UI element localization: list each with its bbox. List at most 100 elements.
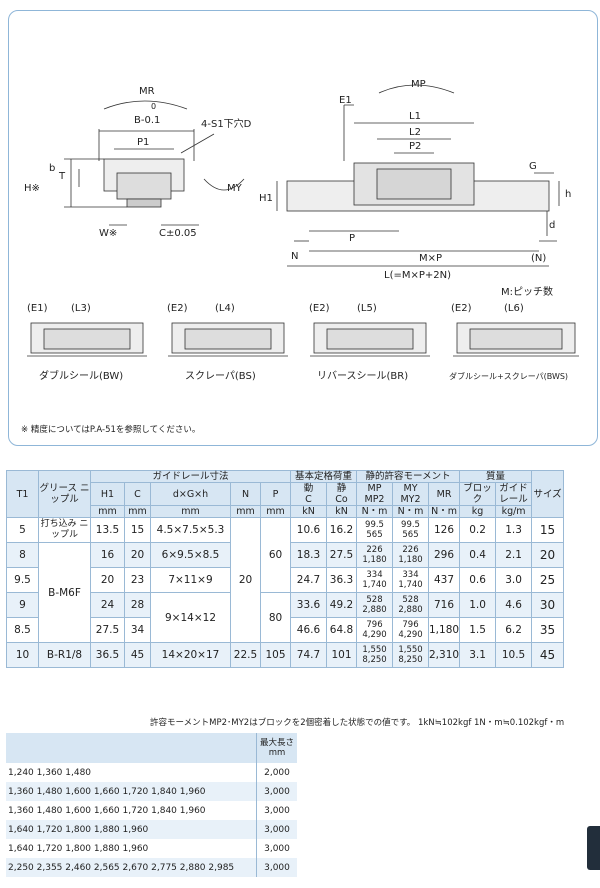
cell-p-60: 60 xyxy=(260,517,291,593)
hdr-dgh: d×G×h xyxy=(150,482,231,506)
cell-n-merged: 20 xyxy=(230,517,261,643)
cell-h1: 24 xyxy=(90,592,125,618)
cell-c: 45 xyxy=(124,642,151,668)
cell-size: 35 xyxy=(531,617,565,643)
variant-bws-e: (E2) xyxy=(451,303,472,314)
cell-max: 2,000 xyxy=(256,763,297,782)
variant-br-e: (E2) xyxy=(309,303,330,314)
cell-rail: 10.5 xyxy=(495,642,533,668)
cell-t1: 9 xyxy=(6,592,39,618)
cell-grease: 打ち込み ニップル xyxy=(38,517,91,543)
variant-bw-label: ダブルシール(BW) xyxy=(39,369,123,382)
n-paren-label: (N) xyxy=(531,253,546,264)
cell-block: 0.6 xyxy=(459,567,497,593)
cell-c: 20 xyxy=(124,542,151,568)
cell-mr: 126 xyxy=(427,517,461,543)
variant-bs-l: (L4) xyxy=(215,303,235,314)
hdr-n: N xyxy=(230,482,261,506)
cell-dgh: 14×20×17 xyxy=(150,642,231,668)
cell-max: 3,000 xyxy=(256,820,297,839)
cell-block: 1.5 xyxy=(459,617,497,643)
b-tol-label: B-0.1 xyxy=(134,115,160,126)
page-side-tab[interactable] xyxy=(587,826,600,870)
variant-br-label: リバースシール(BR) xyxy=(317,370,408,382)
hdr-dyn-sym: C xyxy=(305,494,312,505)
cell-lengths: 1,640 1,720 1,800 1,880 1,960 xyxy=(6,820,257,839)
cell-max: 3,000 xyxy=(256,839,297,858)
p-label: P xyxy=(349,233,355,244)
hdr-c: C xyxy=(124,482,151,506)
cell-co: 36.3 xyxy=(326,567,357,593)
cell-lengths: 2,250 2,355 2,460 2,565 2,670 2,775 2,88… xyxy=(6,858,257,877)
max-length-header: 最大長さ mm xyxy=(256,733,297,763)
hdr-stat-sym: Co xyxy=(335,494,348,505)
t-label: T xyxy=(58,171,66,182)
cell-t1: 9.5 xyxy=(6,567,39,593)
cell-p: 105 xyxy=(260,642,291,668)
unit-dyn: kN xyxy=(290,505,327,518)
unit-c: mm xyxy=(124,505,151,518)
cell-c-dyn: 74.7 xyxy=(290,642,327,668)
cell-c: 34 xyxy=(124,617,151,643)
cell-h1: 20 xyxy=(90,567,125,593)
n-label: N xyxy=(291,251,298,262)
cell-block: 3.1 xyxy=(459,642,497,668)
hdr-stat: 静 xyxy=(336,483,347,494)
cell-mr: 716 xyxy=(427,592,461,618)
variant-br-l: (L5) xyxy=(357,303,377,314)
moment-footnote: 許容モーメントMP2･MY2はブロックを2個密着した状態での値です。 1kN≒1… xyxy=(150,718,565,728)
hdr-mass: 質量 xyxy=(459,470,533,483)
unit-h1: mm xyxy=(90,505,125,518)
cell-size: 45 xyxy=(531,642,565,668)
unit-p: mm xyxy=(260,505,291,518)
cell-max: 3,000 xyxy=(256,782,297,801)
unit-dgh: mm xyxy=(150,505,231,518)
cell-max: 3,000 xyxy=(256,801,297,820)
hdr-h1: H1 xyxy=(90,482,125,506)
cell-c: 15 xyxy=(124,517,151,543)
cell-grease-merged: B-M6F xyxy=(38,542,91,643)
d-label: d xyxy=(549,220,555,231)
cell-size: 20 xyxy=(531,542,565,568)
c-tol-label: C±0.05 xyxy=(159,228,197,239)
hdr-my: MY xyxy=(403,483,418,494)
variant-bs-label: スクレーパ(BS) xyxy=(185,370,256,382)
hdr-size: サイズ xyxy=(531,470,565,518)
cell-size: 30 xyxy=(531,592,565,618)
p2-label: P2 xyxy=(409,141,421,152)
variant-bw-e: (E1) xyxy=(27,303,48,314)
variant-bws-l: (L6) xyxy=(504,303,524,314)
cell-c-dyn: 18.3 xyxy=(290,542,327,568)
cell-co: 27.5 xyxy=(326,542,357,568)
hdr-rail: ガイド レール xyxy=(495,482,533,506)
hdr-basic-load: 基本定格荷重 xyxy=(290,470,357,483)
unit-n: mm xyxy=(230,505,261,518)
table-row: 5 打ち込み ニップル 13.5 15 4.5×7.5×5.3 20 60 10… xyxy=(6,517,565,643)
variant-bws-label: ダブルシール+スクレーパ(BWS) xyxy=(449,371,568,381)
g-label: G xyxy=(529,161,537,172)
cell-n: 22.5 xyxy=(230,642,261,668)
cell-c-dyn: 10.6 xyxy=(290,517,327,543)
cell-c: 28 xyxy=(124,592,151,618)
technical-drawing: MR 0 B-0.1 P1 4-S1下穴D H※ b T MY W※ C±0.0… xyxy=(24,79,579,382)
cell-t1: 8.5 xyxy=(6,617,39,643)
mxp-label: M×P xyxy=(419,253,442,264)
b-label: b xyxy=(49,163,55,174)
cell-rail: 3.0 xyxy=(495,567,533,593)
spec-table: T1 グリース ニップル ガイドレール寸法 基本定格荷重 静的許容モーメント 質… xyxy=(6,470,565,668)
cell-rail: 4.6 xyxy=(495,592,533,618)
cell-dgh: 6×9.5×8.5 xyxy=(150,542,231,568)
